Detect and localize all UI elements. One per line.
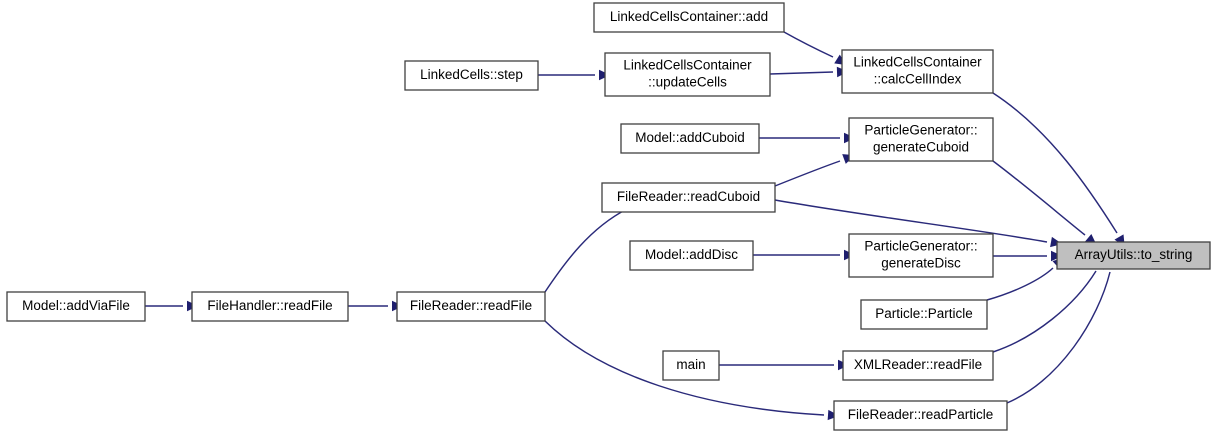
call-edge-linkedcellscontainer_add-to-linkedcellscontainer_calccellindex bbox=[783, 31, 834, 58]
call-edge-particle_particle-to-arrayutils_to_string bbox=[986, 267, 1054, 301]
node-model_addcuboid[interactable]: Model::addCuboid bbox=[620, 123, 760, 154]
node-linkedcells_step[interactable]: LinkedCells::step bbox=[404, 60, 539, 91]
node-linkedcellscontainer_updatecells[interactable]: LinkedCellsContainer::updateCells bbox=[604, 52, 771, 97]
node-box-model_addviafile[interactable] bbox=[6, 291, 146, 322]
node-box-filereader_readcuboid[interactable] bbox=[601, 182, 776, 213]
node-box-model_addcuboid[interactable] bbox=[620, 123, 760, 154]
call-edge-filereader_readfile-to-filereader_readcuboid bbox=[544, 208, 628, 293]
node-label-linkedcellscontainer_calccellindex: LinkedCellsContainer bbox=[853, 55, 982, 70]
node-label-linkedcellscontainer_add: LinkedCellsContainer::add bbox=[610, 9, 768, 24]
node-label-filereader_readparticle: FileReader::readParticle bbox=[848, 407, 994, 422]
node-box-xmlreader_readfile[interactable] bbox=[842, 350, 994, 381]
node-label-particlegenerator_generatecuboid: generateCuboid bbox=[873, 140, 969, 155]
node-label-filereader_readcuboid: FileReader::readCuboid bbox=[617, 189, 760, 204]
node-xmlreader_readfile[interactable]: XMLReader::readFile bbox=[842, 350, 994, 381]
call-edge-particlegenerator_generatecuboid-to-arrayutils_to_string bbox=[992, 160, 1086, 236]
node-box-linkedcells_step[interactable] bbox=[404, 60, 539, 91]
node-model_adddisc[interactable]: Model::addDisc bbox=[629, 240, 754, 271]
call-edge-filereader_readcuboid-to-particlegenerator_generatecuboid bbox=[774, 160, 841, 187]
node-label-main: main bbox=[676, 357, 705, 372]
node-label-model_adddisc: Model::addDisc bbox=[645, 247, 738, 262]
node-label-linkedcellscontainer_updatecells: LinkedCellsContainer bbox=[623, 58, 752, 73]
call-edge-xmlreader_readfile-to-arrayutils_to_string bbox=[992, 270, 1097, 353]
node-box-particlegenerator_generatecuboid[interactable] bbox=[848, 117, 994, 162]
node-box-linkedcellscontainer_calccellindex[interactable] bbox=[841, 49, 994, 94]
node-filereader_readparticle[interactable]: FileReader::readParticle bbox=[833, 400, 1008, 431]
node-box-particle_particle[interactable] bbox=[860, 299, 988, 330]
node-box-filehandler_readfile[interactable] bbox=[191, 291, 349, 322]
node-particle_particle[interactable]: Particle::Particle bbox=[860, 299, 988, 330]
node-filehandler_readfile[interactable]: FileHandler::readFile bbox=[191, 291, 349, 322]
edge-layer bbox=[145, 31, 1118, 416]
node-linkedcellscontainer_add[interactable]: LinkedCellsContainer::add bbox=[593, 2, 785, 33]
node-label-filehandler_readfile: FileHandler::readFile bbox=[207, 298, 332, 313]
node-box-linkedcellscontainer_add[interactable] bbox=[593, 2, 785, 33]
node-label-linkedcellscontainer_calccellindex: ::calcCellIndex bbox=[874, 72, 962, 87]
node-label-arrayutils_to_string: ArrayUtils::to_string bbox=[1075, 247, 1193, 262]
node-box-arrayutils_to_string[interactable] bbox=[1056, 241, 1211, 270]
node-main[interactable]: main bbox=[662, 350, 720, 381]
node-label-xmlreader_readfile: XMLReader::readFile bbox=[854, 357, 982, 372]
call-edge-filereader_readfile-to-filereader_readparticle bbox=[544, 320, 825, 416]
call-edge-filereader_readcuboid-to-arrayutils_to_string bbox=[774, 199, 1048, 243]
node-box-linkedcellscontainer_updatecells[interactable] bbox=[604, 52, 771, 97]
node-linkedcellscontainer_calccellindex[interactable]: LinkedCellsContainer::calcCellIndex bbox=[841, 49, 994, 94]
node-box-model_adddisc[interactable] bbox=[629, 240, 754, 271]
node-box-main[interactable] bbox=[662, 350, 720, 381]
node-filereader_readfile[interactable]: FileReader::readFile bbox=[396, 291, 546, 322]
node-label-linkedcellscontainer_updatecells: ::updateCells bbox=[648, 75, 727, 90]
call-edge-filereader_readparticle-to-arrayutils_to_string bbox=[1006, 271, 1111, 404]
node-filereader_readcuboid[interactable]: FileReader::readCuboid bbox=[601, 182, 776, 213]
node-label-linkedcells_step: LinkedCells::step bbox=[420, 67, 523, 82]
node-label-particlegenerator_generatecuboid: ParticleGenerator:: bbox=[864, 123, 977, 138]
node-box-particlegenerator_generatedisc[interactable] bbox=[848, 233, 994, 278]
node-particlegenerator_generatedisc[interactable]: ParticleGenerator::generateDisc bbox=[848, 233, 994, 278]
node-particlegenerator_generatecuboid[interactable]: ParticleGenerator::generateCuboid bbox=[848, 117, 994, 162]
node-label-particle_particle: Particle::Particle bbox=[875, 306, 973, 321]
node-label-model_addviafile: Model::addViaFile bbox=[22, 298, 130, 313]
call-edge-linkedcellscontainer_updatecells-to-linkedcellscontainer_calccellindex bbox=[769, 71, 834, 75]
call-edge-linkedcellscontainer_calccellindex-to-arrayutils_to_string bbox=[992, 92, 1118, 234]
node-label-model_addcuboid: Model::addCuboid bbox=[635, 130, 745, 145]
node-label-particlegenerator_generatedisc: generateDisc bbox=[881, 256, 961, 271]
node-label-filereader_readfile: FileReader::readFile bbox=[410, 298, 532, 313]
node-model_addviafile[interactable]: Model::addViaFile bbox=[6, 291, 146, 322]
node-layer: LinkedCellsContainer::addLinkedCells::st… bbox=[6, 2, 1211, 431]
node-box-filereader_readparticle[interactable] bbox=[833, 400, 1008, 431]
node-arrayutils_to_string[interactable]: ArrayUtils::to_string bbox=[1056, 241, 1211, 270]
node-label-particlegenerator_generatedisc: ParticleGenerator:: bbox=[864, 239, 977, 254]
node-box-filereader_readfile[interactable] bbox=[396, 291, 546, 322]
